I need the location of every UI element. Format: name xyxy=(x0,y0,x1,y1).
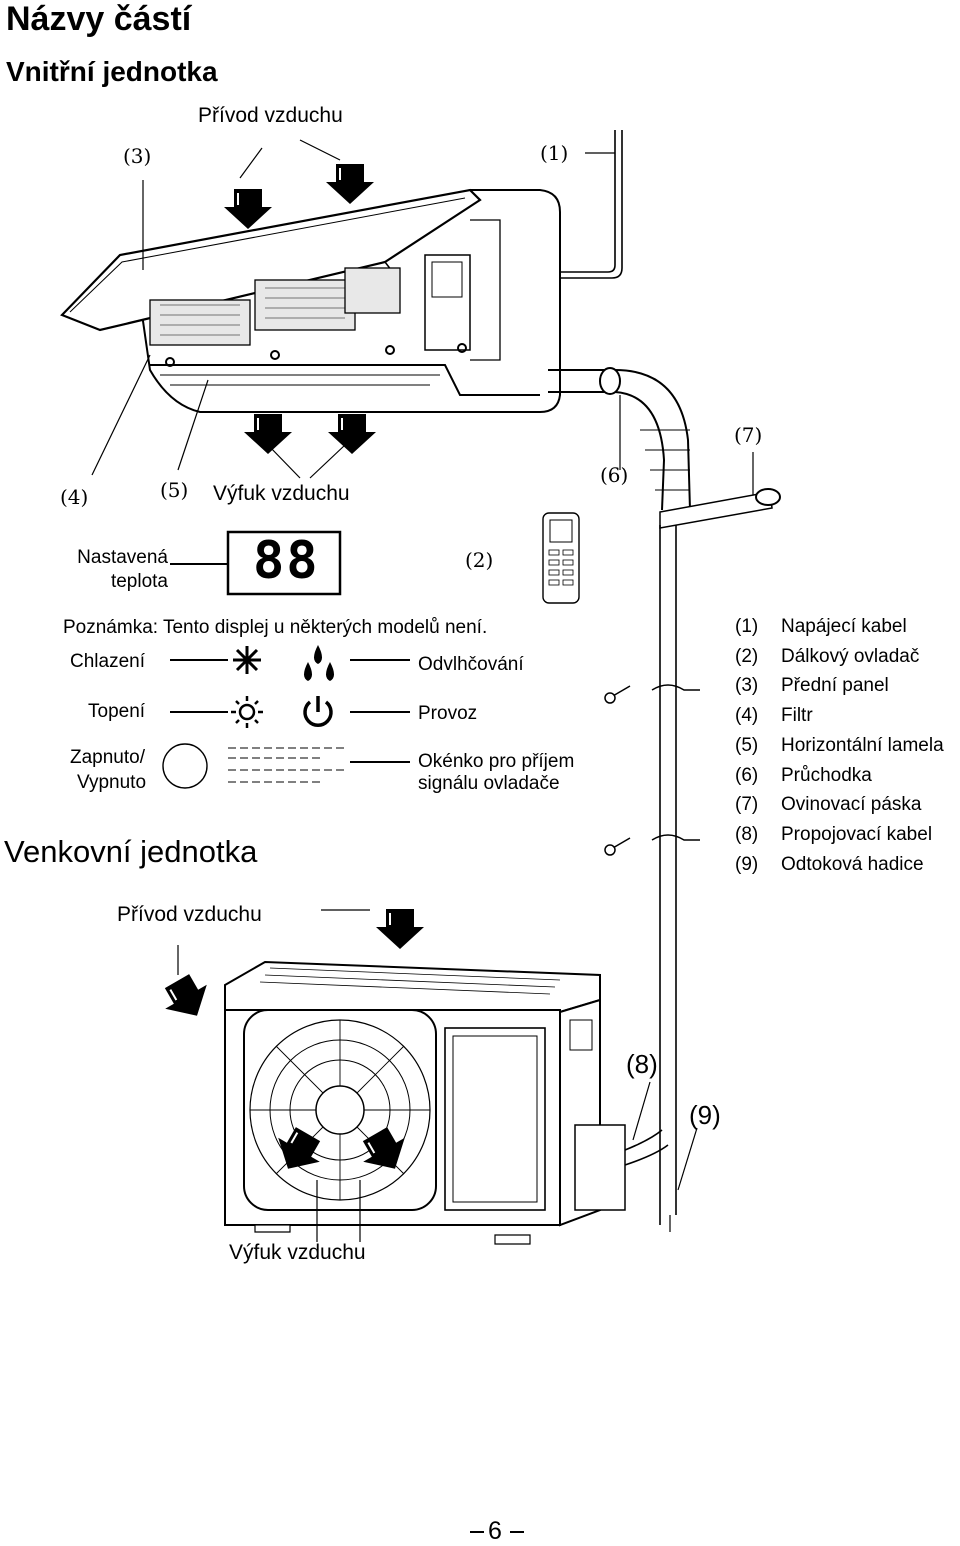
dehumid-label: Odvlhčování xyxy=(418,654,524,675)
marker-5: (5) xyxy=(160,478,189,502)
marker-3: (3) xyxy=(123,144,152,168)
legend-text: Horizontální lamela xyxy=(781,734,944,756)
legend-row: (4) Filtr xyxy=(735,701,944,731)
legend-num: (3) xyxy=(735,675,759,697)
legend-num: (1) xyxy=(735,616,759,637)
legend-row: (1) Napájecí kabel xyxy=(735,612,944,642)
legend-num: (7) xyxy=(735,794,759,816)
legend-row: (8) Propojovací kabel xyxy=(735,820,944,850)
legend-num: (8) xyxy=(735,823,759,845)
legend-row: (2) Dálkový ovladač xyxy=(735,642,944,672)
page-title: Názvy částí xyxy=(6,0,192,38)
legend-row: (9) Odtoková hadice xyxy=(735,850,944,880)
legend-text: Dálkový ovladač xyxy=(781,645,920,667)
display-digits: 88 xyxy=(253,531,320,591)
legend-num: (9) xyxy=(735,853,759,875)
outdoor-intake-label: Přívod vzduchu xyxy=(117,903,262,926)
legend-num: (5) xyxy=(735,734,759,756)
legend-text: Průchodka xyxy=(781,764,872,786)
receiver-label-1: Okénko pro příjem xyxy=(418,751,575,772)
legend-num: (6) xyxy=(735,764,759,786)
cooling-label: Chlazení xyxy=(70,651,145,672)
marker-7: (7) xyxy=(734,423,763,447)
display-note: Poznámka: Tento displej u některých mode… xyxy=(63,617,488,638)
outdoor-heading: Venkovní jednotka xyxy=(4,834,258,869)
parts-legend: (1) Napájecí kabel (2) Dálkový ovladač (3)… xyxy=(735,612,944,879)
indoor-heading: Vnitřní jednotka xyxy=(6,56,218,87)
legend-row: (7) Ovinovací páska xyxy=(735,790,944,820)
set-temp-label-1: Nastavená xyxy=(77,547,168,568)
indoor-unit-illustration xyxy=(60,130,781,1232)
outdoor-unit-illustration xyxy=(224,960,669,1245)
outdoor-exhaust-label: Výfuk vzduchu xyxy=(229,1241,366,1264)
legend-text: Propojovací kabel xyxy=(781,823,933,845)
legend-text: Filtr xyxy=(781,705,813,727)
receiver-label-2: signálu ovladače xyxy=(418,773,560,794)
page-number: 6 xyxy=(488,1517,502,1545)
legend-text: Ovinovací páska xyxy=(781,794,922,816)
indoor-intake-label: Přívod vzduchu xyxy=(198,104,343,127)
marker-6: (6) xyxy=(600,463,629,487)
marker-2: (2) xyxy=(465,548,494,572)
indoor-exhaust-label: Výfuk vzduchu xyxy=(213,482,350,505)
power-label-2: Vypnuto xyxy=(77,772,147,793)
legend-text: Odtoková hadice xyxy=(781,853,924,875)
legend-num: (2) xyxy=(735,645,759,667)
legend-row: (5) Horizontální lamela xyxy=(735,731,944,761)
marker-1: (1) xyxy=(540,141,569,165)
marker-9: (9) xyxy=(689,1100,721,1130)
power-label-1: Zapnuto/ xyxy=(70,747,145,768)
set-temp-label-2: teplota xyxy=(110,571,168,592)
legend-text: Napájecí kabel xyxy=(781,616,907,637)
legend-row: (3) Přední panel xyxy=(735,671,944,701)
operation-label: Provoz xyxy=(418,703,478,724)
display-panel-illustration xyxy=(162,512,580,789)
legend-row: (6) Průchodka xyxy=(735,761,944,791)
legend-num: (4) xyxy=(735,705,759,727)
marker-8: (8) xyxy=(626,1049,658,1079)
marker-4: (4) xyxy=(60,485,89,509)
heating-label: Topení xyxy=(88,701,146,722)
legend-text: Přední panel xyxy=(781,675,889,697)
